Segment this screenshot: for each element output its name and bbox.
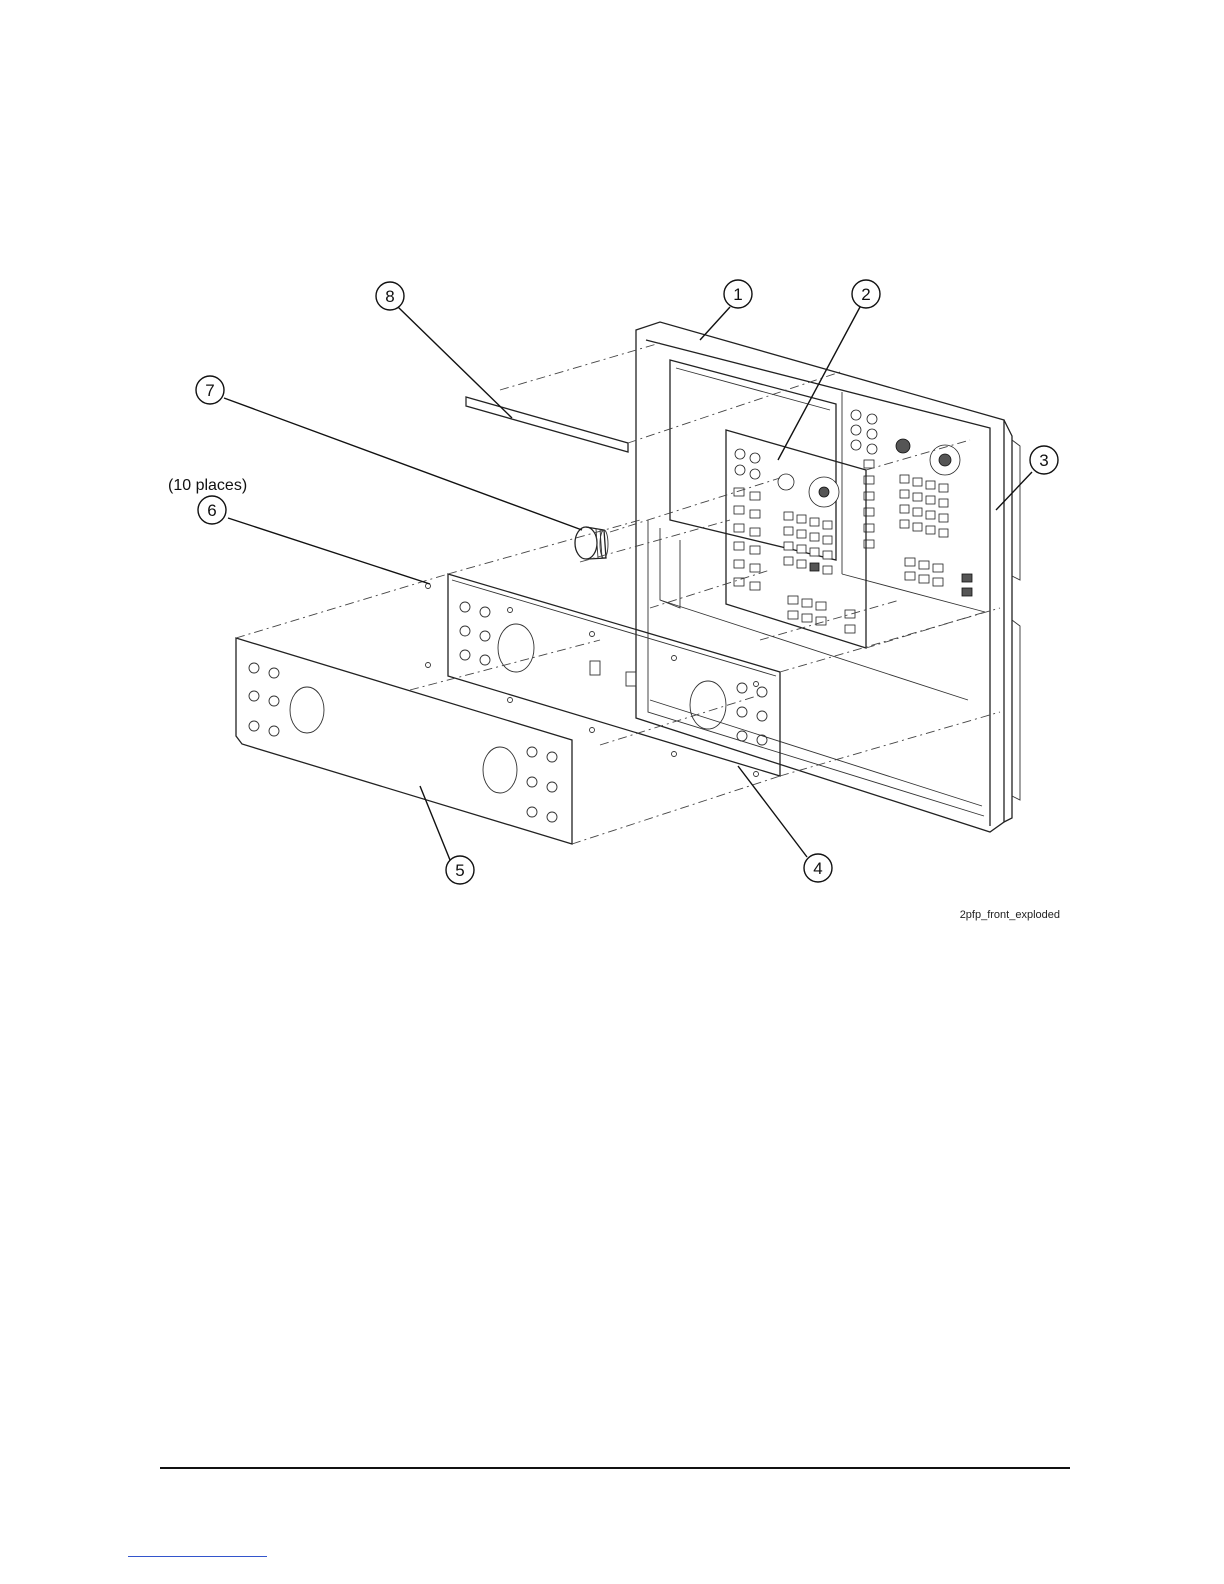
svg-text:8: 8 [385, 287, 394, 306]
display-strip [466, 397, 628, 452]
callout-2: 2 [852, 280, 880, 308]
svg-text:5: 5 [455, 861, 464, 880]
svg-text:1: 1 [733, 285, 742, 304]
svg-text:6: 6 [207, 501, 216, 520]
exploded-view-diagram: 8 1 2 3 7 6 5 4 (10 places) 2pfp_front_e… [0, 0, 1224, 1000]
svg-text:7: 7 [205, 381, 214, 400]
callout-3: 3 [1030, 446, 1058, 474]
callout-4: 4 [804, 854, 832, 882]
leader-lines [224, 307, 1032, 860]
figure-id: 2pfp_front_exploded [960, 909, 1060, 921]
footer-link-underline[interactable] [128, 1556, 267, 1557]
callout-1: 1 [724, 280, 752, 308]
callout-6: 6 [198, 496, 226, 524]
frame-keys [851, 410, 972, 596]
callout-7: 7 [196, 376, 224, 404]
front-frame [636, 322, 1020, 832]
overlay-keys [734, 449, 855, 633]
outer-panel [236, 638, 572, 844]
callout-8: 8 [376, 282, 404, 310]
svg-text:2: 2 [861, 285, 870, 304]
quantity-note: (10 places) [168, 477, 247, 494]
svg-text:3: 3 [1039, 451, 1048, 470]
footer-rule [160, 1467, 1070, 1469]
assembly-lines [236, 343, 1000, 844]
svg-text:4: 4 [813, 859, 822, 878]
screws [426, 584, 759, 777]
rotary-knob [575, 527, 608, 559]
callout-5: 5 [446, 856, 474, 884]
